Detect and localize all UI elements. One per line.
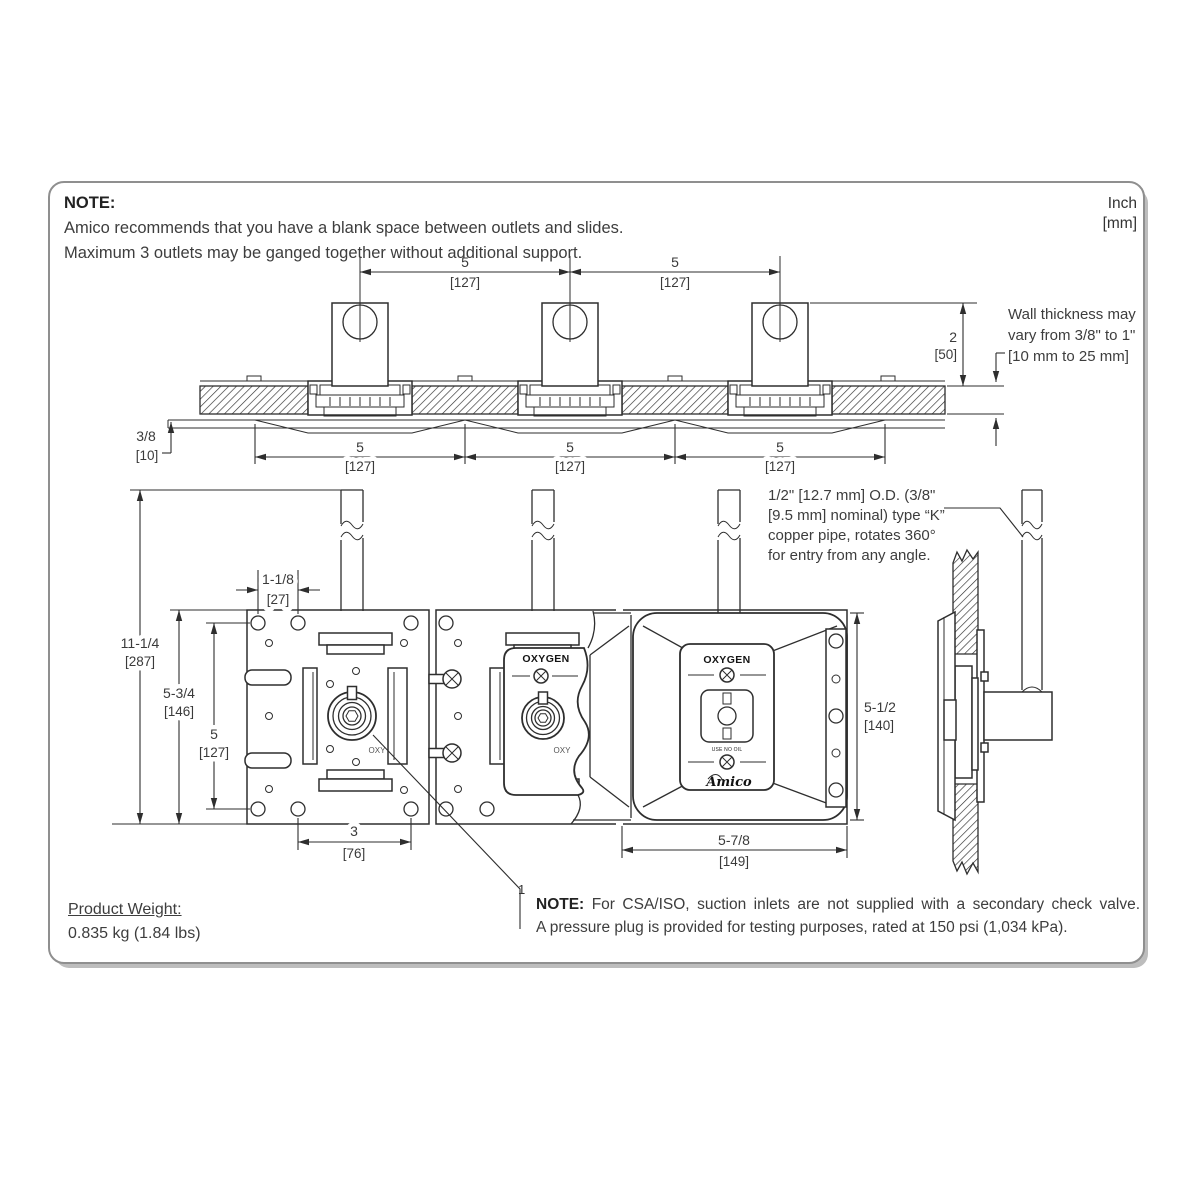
dim-offset2-in: 2 — [949, 329, 957, 345]
dim-slide-spacing-bottom: 5 [127] 5 [127] 5 [127] — [254, 424, 886, 479]
header-note-title: NOTE: — [64, 194, 116, 212]
wall-note-line1: Wall thickness may — [1008, 306, 1136, 323]
gang-screw-1 — [442, 669, 462, 689]
side-outlet-body — [983, 691, 1053, 741]
oxygen-label-partial: OXYGEN — [522, 653, 569, 665]
dim-slide38-in: 3/8 — [136, 428, 156, 444]
dim-holes5-in: 5 — [210, 726, 218, 742]
dim-slide38-mm: [10] — [136, 448, 159, 463]
latch-plate — [700, 689, 754, 743]
units-legend: Inch [mm] — [1000, 194, 1137, 234]
footer-note: NOTE: For CSA/ISO, suction inlets are no… — [536, 893, 1140, 939]
dim-face578-in: 5-7/8 — [718, 832, 750, 848]
use-no-oil-label: USE NO OIL — [712, 747, 743, 753]
pipe-note-line1: 1/2" [12.7 mm] O.D. (3/8" — [768, 487, 936, 504]
header-note: NOTE: Amico recommends that you have a b… — [64, 191, 624, 266]
footer-note-line2: A pressure plug is provided for testing … — [536, 919, 1068, 936]
dim-bot-spacing-1-mm: [127] — [345, 459, 375, 474]
product-weight-label: Product Weight: — [68, 901, 182, 918]
oxy-label-1: OXY — [369, 746, 387, 755]
units-inch: Inch — [1107, 195, 1137, 212]
product-weight-value: 0.835 kg (1.84 lbs) — [68, 925, 201, 942]
dim-holes5-mm: [127] — [199, 745, 229, 760]
faceplate-screw-top-3 — [719, 667, 735, 683]
dim-face578-mm: [149] — [719, 854, 749, 869]
faceplate-screw-bottom-3 — [719, 754, 735, 770]
header-note-line1: Amico recommends that you have a blank s… — [64, 219, 624, 237]
units-mm: [mm] — [1102, 215, 1137, 232]
oxygen-label-finished: OXYGEN — [703, 654, 750, 666]
dim-bot-spacing-1-in: 5 — [356, 439, 364, 455]
pipe-note-line3: copper pipe, rotates 360° — [768, 527, 936, 544]
dim-top-spacing-1-mm: [127] — [450, 275, 480, 290]
pipe-note-line2: [9.5 mm] nominal) type “K” — [768, 507, 945, 524]
dim-plate534-in: 5-3/4 — [163, 685, 195, 701]
outlet-connector-2 — [521, 691, 565, 740]
dim-top-spacing-2-in: 5 — [671, 254, 679, 270]
footer-note-text1: For CSA/ISO, suction inlets are not supp… — [591, 896, 1141, 913]
outlet-connector-1 — [327, 685, 377, 741]
side-view — [937, 489, 1053, 876]
copper-pipe-note: 1/2" [12.7 mm] O.D. (3/8" [9.5 mm] nomin… — [768, 486, 945, 566]
dim-faceplate-height: 5-1/2 [140] — [850, 612, 896, 821]
dim-bracket-height: 2 [50] — [810, 302, 1004, 415]
dim-bot-spacing-2-mm: [127] — [555, 459, 585, 474]
outlet-body-1 — [307, 256, 413, 417]
dim-holes3-in: 3 — [350, 823, 358, 839]
outlet-body-3 — [727, 256, 833, 417]
amico-logo: Amico — [704, 775, 752, 790]
footer-note-bold: NOTE: — [536, 896, 585, 913]
dim-plate534-mm: [146] — [164, 704, 194, 719]
dim-top-spacing-2-mm: [127] — [660, 275, 690, 290]
wall-note-line2: vary from 3/8" to 1" — [1008, 327, 1136, 344]
side-copper-pipe — [1021, 489, 1043, 693]
copper-pipe-1 — [340, 489, 364, 611]
dim-plate-height: 5-3/4 [146] — [159, 609, 247, 824]
wall-thickness-note: Wall thickness may vary from 3/8" to 1" … — [1008, 304, 1136, 367]
front-view: OXY OXYGE — [112, 489, 896, 929]
dim-slide-thickness: 3/8 [10] — [136, 422, 175, 463]
dim-hole118-in: 1-1/8 — [262, 571, 294, 587]
section-view: 5 [127] 5 [127] 2 [50] — [136, 250, 1005, 479]
copper-pipe-3 — [717, 489, 741, 614]
slide-clips — [246, 375, 896, 382]
dim-bot-spacing-3-in: 5 — [776, 439, 784, 455]
footnote-leader — [372, 734, 521, 929]
copper-pipe-2 — [531, 489, 555, 611]
wall-note-line3: [10 mm to 25 mm] — [1008, 348, 1129, 365]
footnote-marker: 1 — [518, 882, 526, 897]
dim-overall-in: 11-1/4 — [121, 635, 160, 651]
mounting-bracket-strip — [825, 628, 847, 808]
gang-screw-2 — [442, 743, 462, 763]
footer-note-line1: NOTE: For CSA/ISO, suction inlets are no… — [536, 893, 1140, 916]
dim-hole-vertical: 5 [127] — [194, 622, 250, 810]
side-wall-upper — [952, 548, 979, 655]
dim-bot-spacing-2-in: 5 — [566, 439, 574, 455]
dim-overall-mm: [287] — [125, 654, 155, 669]
front-module-finished: OXYGEN USE NO OIL Amico — [632, 612, 848, 821]
dim-holes3-mm: [76] — [343, 846, 366, 861]
pipe-note-line4: for entry from any angle. — [768, 547, 931, 564]
outlet-body-2 — [517, 256, 623, 417]
pipe-note-leader — [944, 507, 1024, 538]
wall-thickness-pointer — [992, 352, 1005, 446]
faceplate-screw-top-2 — [533, 668, 549, 684]
dim-hole118-mm: [27] — [267, 592, 290, 607]
oxy-label-2: OXY — [554, 746, 572, 755]
front-module-roughin: OXY — [244, 615, 419, 817]
dim-face512-mm: [140] — [864, 718, 894, 733]
side-connector-nose — [943, 699, 957, 741]
header-note-line2: Maximum 3 outlets may be ganged together… — [64, 244, 583, 262]
front-module-partial: OXYGEN OXY — [428, 610, 632, 825]
dim-offset2-mm: [50] — [934, 347, 957, 362]
slide-profile — [167, 419, 945, 434]
dim-faceplate-width: 5-7/8 [149] — [621, 826, 848, 874]
product-weight: Product Weight: 0.835 kg (1.84 lbs) — [68, 898, 201, 946]
side-wall-lower — [952, 783, 979, 876]
dim-hole-offset-top: 1-1/8 [27] — [236, 567, 320, 614]
dim-bot-spacing-3-mm: [127] — [765, 459, 795, 474]
dim-face512-in: 5-1/2 — [864, 699, 896, 715]
